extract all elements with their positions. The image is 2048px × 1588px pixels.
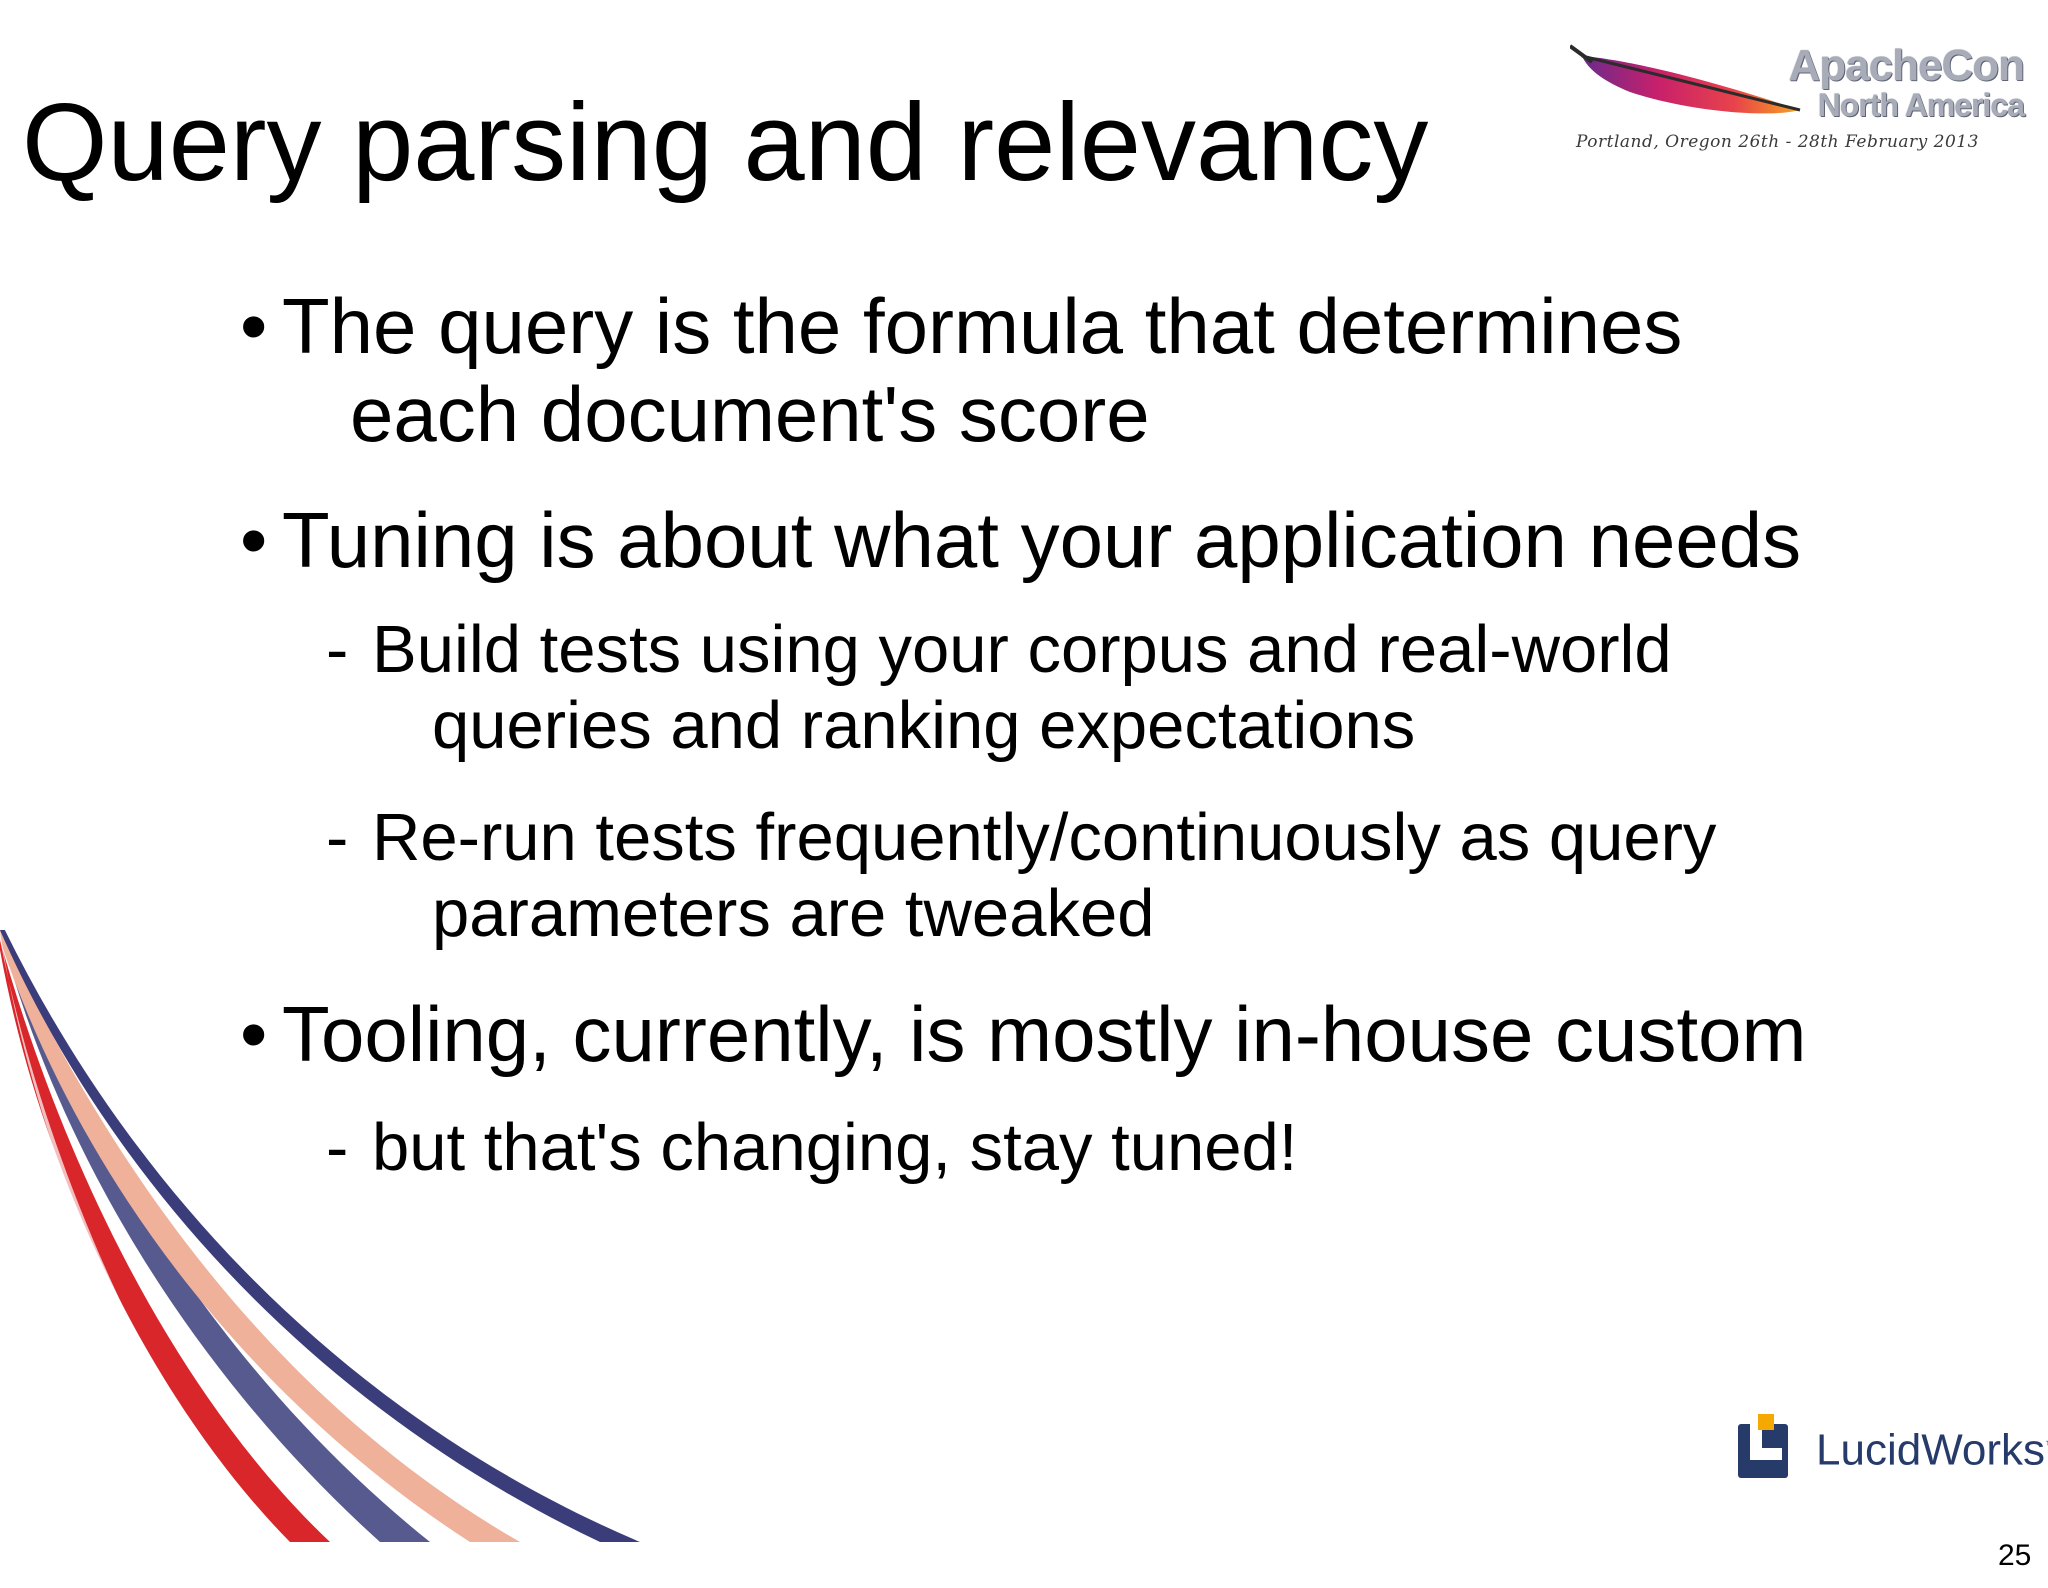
sub-bullet-text-continued: queries and ranking expectations: [432, 688, 1416, 763]
sub-bullet-marker: -: [326, 1110, 349, 1185]
bullet-text: Tooling, currently, is mostly in-house c…: [282, 990, 1807, 1078]
bullet-marker: •: [240, 282, 268, 370]
sub-bullet-text: but that's changing, stay tuned!: [372, 1110, 1298, 1185]
lucidworks-name: LucidWorks: [1816, 1425, 2046, 1475]
lucidworks-mark-icon: [1738, 1414, 1788, 1478]
apachecon-logo: ApacheCon North America Portland, Oregon…: [1570, 40, 2030, 170]
sub-bullet-text-continued: parameters are tweaked: [432, 876, 1155, 951]
slide-title: Query parsing and relevancy: [22, 81, 1429, 204]
bullet-marker: •: [240, 496, 268, 584]
bullet-text-continued: each document's score: [350, 370, 1150, 458]
bullet-marker: •: [240, 990, 268, 1078]
lucidworks-logo: LucidWorks™: [1736, 1412, 2048, 1482]
bullet-text: The query is the formula that determines: [282, 282, 1683, 370]
sub-bullet-text: Build tests using your corpus and real-w…: [372, 612, 1672, 687]
apachecon-tagline: Portland, Oregon 26th - 28th February 20…: [1576, 132, 1979, 152]
sub-bullet-marker: -: [326, 612, 349, 687]
apachecon-name: ApacheCon: [1788, 41, 2025, 90]
trademark-symbol: ™: [2045, 1438, 2048, 1452]
apache-feather-icon: [1570, 44, 1801, 114]
apachecon-region: North America: [1817, 87, 2025, 123]
bullet-text: Tuning is about what your application ne…: [282, 496, 1802, 584]
sub-bullet-marker: -: [326, 800, 349, 875]
page-number: 25: [1998, 1539, 2032, 1572]
sub-bullet-text: Re-run tests frequently/continuously as …: [372, 800, 1717, 875]
lucidworks-wordmark: LucidWorks™: [1816, 1420, 2048, 1476]
